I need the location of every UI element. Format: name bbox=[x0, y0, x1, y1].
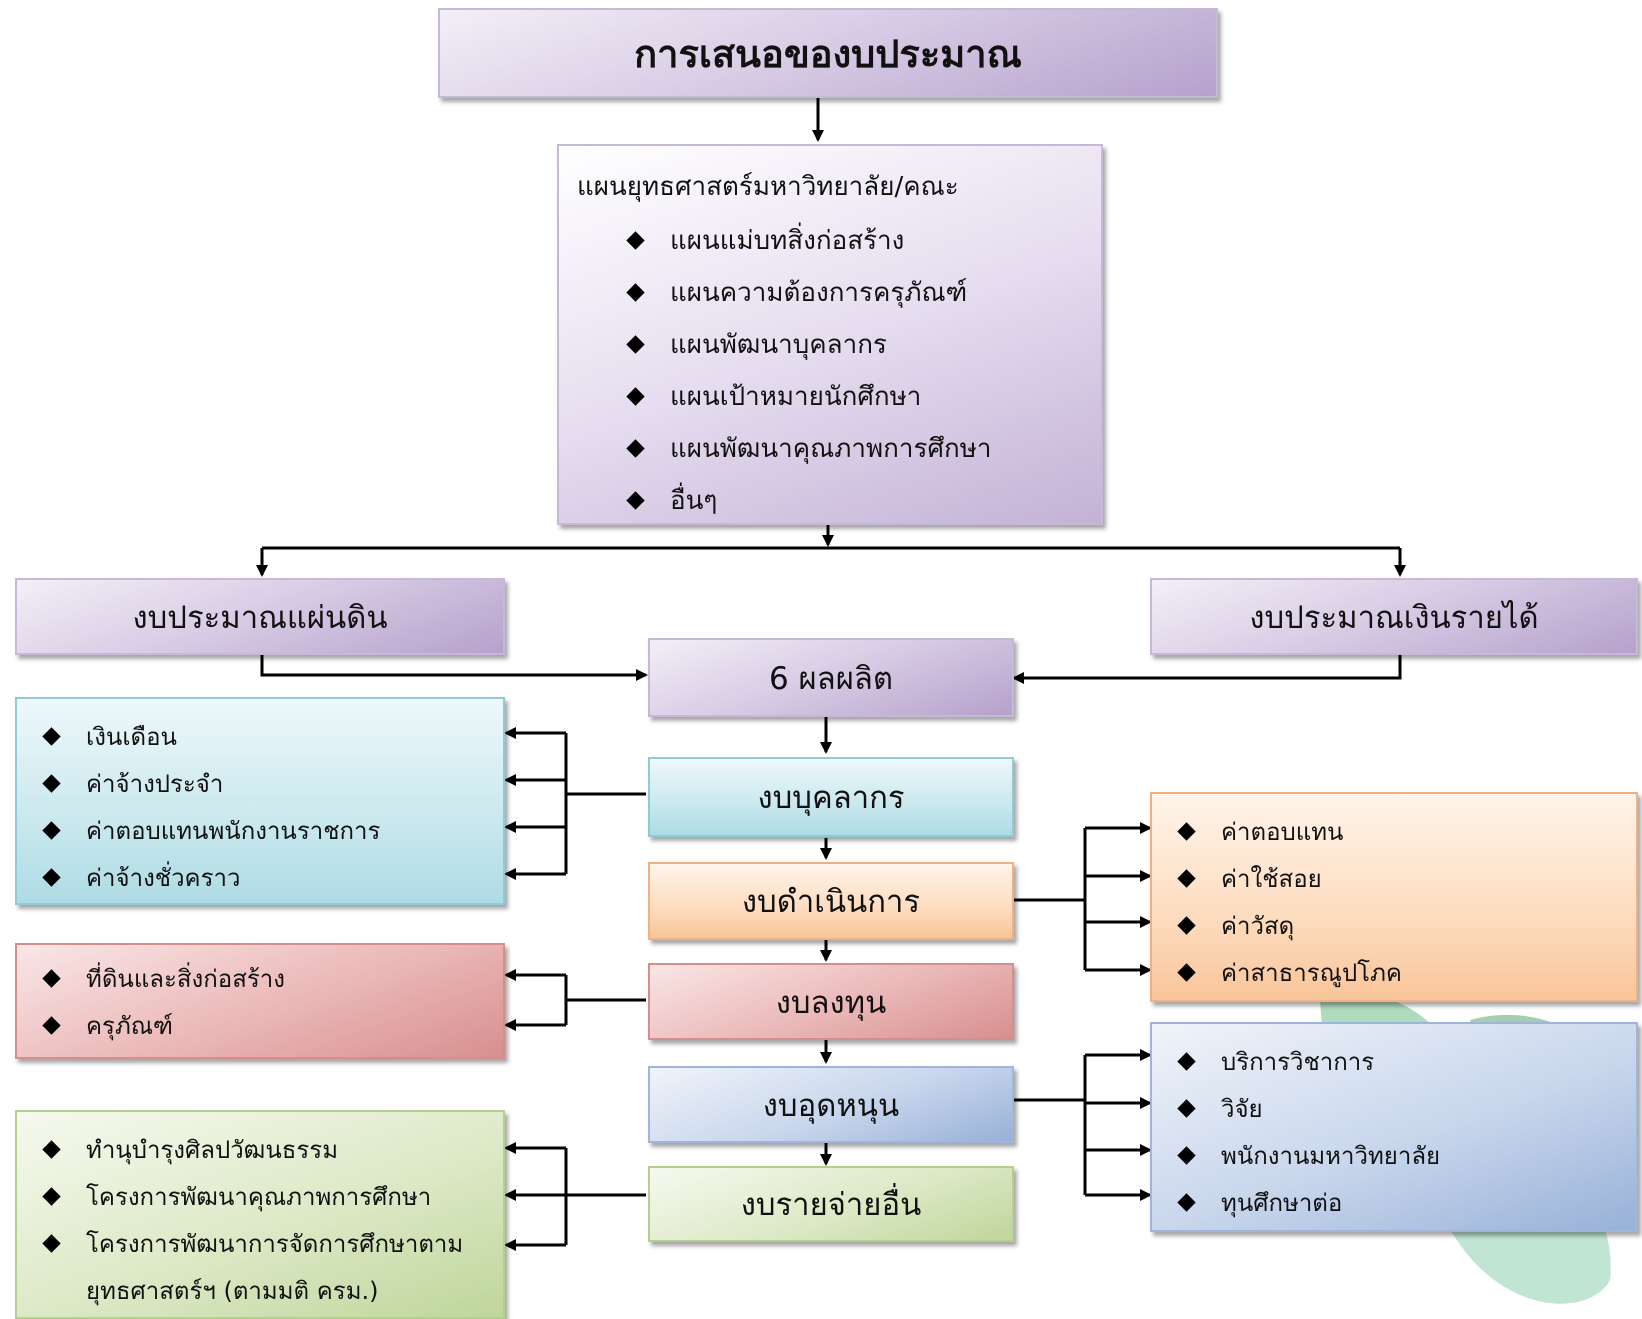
list-item: อื่นๆ bbox=[626, 474, 991, 526]
diamond-bullet-icon bbox=[42, 1140, 61, 1159]
diamond-bullet-icon bbox=[42, 1187, 61, 1206]
investment-budget-label: งบลงทุน bbox=[775, 984, 887, 1021]
list-item: ค่าตอบแทนพนักงานราชการ bbox=[42, 807, 380, 854]
list-item: โครงการพัฒนาการจัดการศึกษาตาม bbox=[42, 1220, 463, 1267]
list-item: ค่าใช้สอย bbox=[1177, 855, 1402, 902]
list-item: ทุนศึกษาต่อ bbox=[1177, 1179, 1440, 1226]
list-item: ครุภัณฑ์ bbox=[42, 1002, 285, 1049]
diamond-bullet-icon bbox=[42, 969, 61, 988]
list-item: บริการวิชาการ bbox=[1177, 1038, 1440, 1085]
diamond-bullet-icon bbox=[1177, 916, 1196, 935]
list-item: แผนพัฒนาคุณภาพการศึกษา bbox=[626, 422, 991, 474]
list-item: แผนพัฒนาบุคลากร bbox=[626, 318, 991, 370]
diamond-bullet-icon bbox=[626, 438, 645, 458]
other-items-list: ทำนุบำรุงศิลปวัฒนธรรม โครงการพัฒนาคุณภาพ… bbox=[42, 1126, 463, 1314]
diamond-bullet-icon bbox=[1177, 822, 1196, 841]
list-item: ค่าจ้างประจำ bbox=[42, 760, 380, 807]
diamond-bullet-icon bbox=[626, 490, 645, 510]
diamond-bullet-icon bbox=[42, 727, 61, 746]
personnel-budget-box: งบบุคลากร bbox=[648, 757, 1014, 837]
list-item: ทำนุบำรุงศิลปวัฒนธรรม bbox=[42, 1126, 463, 1173]
diamond-bullet-icon bbox=[1177, 1099, 1196, 1118]
other-expense-label: งบรายจ่ายอื่น bbox=[740, 1187, 922, 1223]
list-item: ค่าจ้างชั่วคราว bbox=[42, 854, 380, 901]
list-item: ยุทธศาสตร์ฯ (ตามมติ ครม.) bbox=[86, 1277, 379, 1305]
diamond-bullet-icon bbox=[1177, 963, 1196, 982]
list-item: พนักงานมหาวิทยาลัย bbox=[1177, 1132, 1440, 1179]
list-item: ค่าวัสดุ bbox=[1177, 902, 1402, 949]
strategic-plan-list: แผนแม่บทสิ่งก่อสร้าง แผนความต้องการครุภั… bbox=[626, 214, 991, 526]
diamond-bullet-icon bbox=[1177, 869, 1196, 888]
list-item: ที่ดินและสิ่งก่อสร้าง bbox=[42, 955, 285, 1002]
subsidy-budget-box: งบอุดหนุน bbox=[648, 1066, 1014, 1143]
operations-budget-box: งบดำเนินการ bbox=[648, 862, 1014, 940]
diamond-bullet-icon bbox=[1177, 1052, 1196, 1071]
list-item: ค่าสาธารณูปโภค bbox=[1177, 949, 1402, 996]
list-item: วิจัย bbox=[1177, 1085, 1440, 1132]
diamond-bullet-icon bbox=[42, 868, 61, 887]
subsidy-items-box: บริการวิชาการ วิจัย พนักงานมหาวิทยาลัย ท… bbox=[1150, 1022, 1638, 1232]
list-item: แผนแม่บทสิ่งก่อสร้าง bbox=[626, 214, 991, 266]
diamond-bullet-icon bbox=[626, 230, 645, 250]
state-budget-label: งบประมาณแผ่นดิน bbox=[132, 599, 388, 636]
diagram-title: การเสนอของบประมาณ bbox=[634, 31, 1022, 76]
list-item: แผนความต้องการครุภัณฑ์ bbox=[626, 266, 991, 318]
strategic-plan-box: แผนยุทธศาสตร์มหาวิทยาลัย/คณะ แผนแม่บทสิ่… bbox=[557, 144, 1103, 525]
title-box: การเสนอของบประมาณ bbox=[438, 8, 1218, 98]
personnel-items-list: เงินเดือน ค่าจ้างประจำ ค่าตอบแทนพนักงานร… bbox=[42, 713, 380, 901]
diamond-bullet-icon bbox=[42, 821, 61, 840]
state-budget-box: งบประมาณแผ่นดิน bbox=[15, 578, 505, 655]
income-budget-label: งบประมาณเงินรายได้ bbox=[1249, 599, 1539, 636]
subsidy-budget-label: งบอุดหนุน bbox=[762, 1087, 900, 1124]
list-item: เงินเดือน bbox=[42, 713, 380, 760]
list-item: ค่าตอบแทน bbox=[1177, 808, 1402, 855]
personnel-items-box: เงินเดือน ค่าจ้างประจำ ค่าตอบแทนพนักงานร… bbox=[15, 697, 505, 905]
diamond-bullet-icon bbox=[1177, 1193, 1196, 1212]
personnel-budget-label: งบบุคลากร bbox=[757, 780, 905, 816]
diamond-bullet-icon bbox=[1177, 1146, 1196, 1165]
outputs-box: 6 ผลผลิต bbox=[648, 638, 1014, 717]
diamond-bullet-icon bbox=[42, 774, 61, 793]
diamond-bullet-icon bbox=[42, 1016, 61, 1035]
other-items-box: ทำนุบำรุงศิลปวัฒนธรรม โครงการพัฒนาคุณภาพ… bbox=[15, 1110, 505, 1319]
operations-budget-label: งบดำเนินการ bbox=[741, 884, 921, 920]
investment-items-list: ที่ดินและสิ่งก่อสร้าง ครุภัณฑ์ bbox=[42, 955, 285, 1049]
list-item: แผนเป้าหมายนักศึกษา bbox=[626, 370, 991, 422]
subsidy-items-list: บริการวิชาการ วิจัย พนักงานมหาวิทยาลัย ท… bbox=[1177, 1038, 1440, 1226]
income-budget-box: งบประมาณเงินรายได้ bbox=[1150, 578, 1638, 655]
list-item: โครงการพัฒนาคุณภาพการศึกษา bbox=[42, 1173, 463, 1220]
diamond-bullet-icon bbox=[626, 386, 645, 406]
diamond-bullet-icon bbox=[626, 282, 645, 302]
strategic-plan-heading: แผนยุทธศาสตร์มหาวิทยาลัย/คณะ bbox=[577, 172, 959, 202]
outputs-label: 6 ผลผลิต bbox=[768, 660, 894, 697]
other-expense-box: งบรายจ่ายอื่น bbox=[648, 1166, 1014, 1242]
diamond-bullet-icon bbox=[626, 334, 645, 354]
investment-items-box: ที่ดินและสิ่งก่อสร้าง ครุภัณฑ์ bbox=[15, 943, 505, 1059]
investment-budget-box: งบลงทุน bbox=[648, 963, 1014, 1040]
operations-items-list: ค่าตอบแทน ค่าใช้สอย ค่าวัสดุ ค่าสาธารณูป… bbox=[1177, 808, 1402, 996]
diamond-bullet-icon bbox=[42, 1234, 61, 1253]
operations-items-box: ค่าตอบแทน ค่าใช้สอย ค่าวัสดุ ค่าสาธารณูป… bbox=[1150, 792, 1638, 1002]
